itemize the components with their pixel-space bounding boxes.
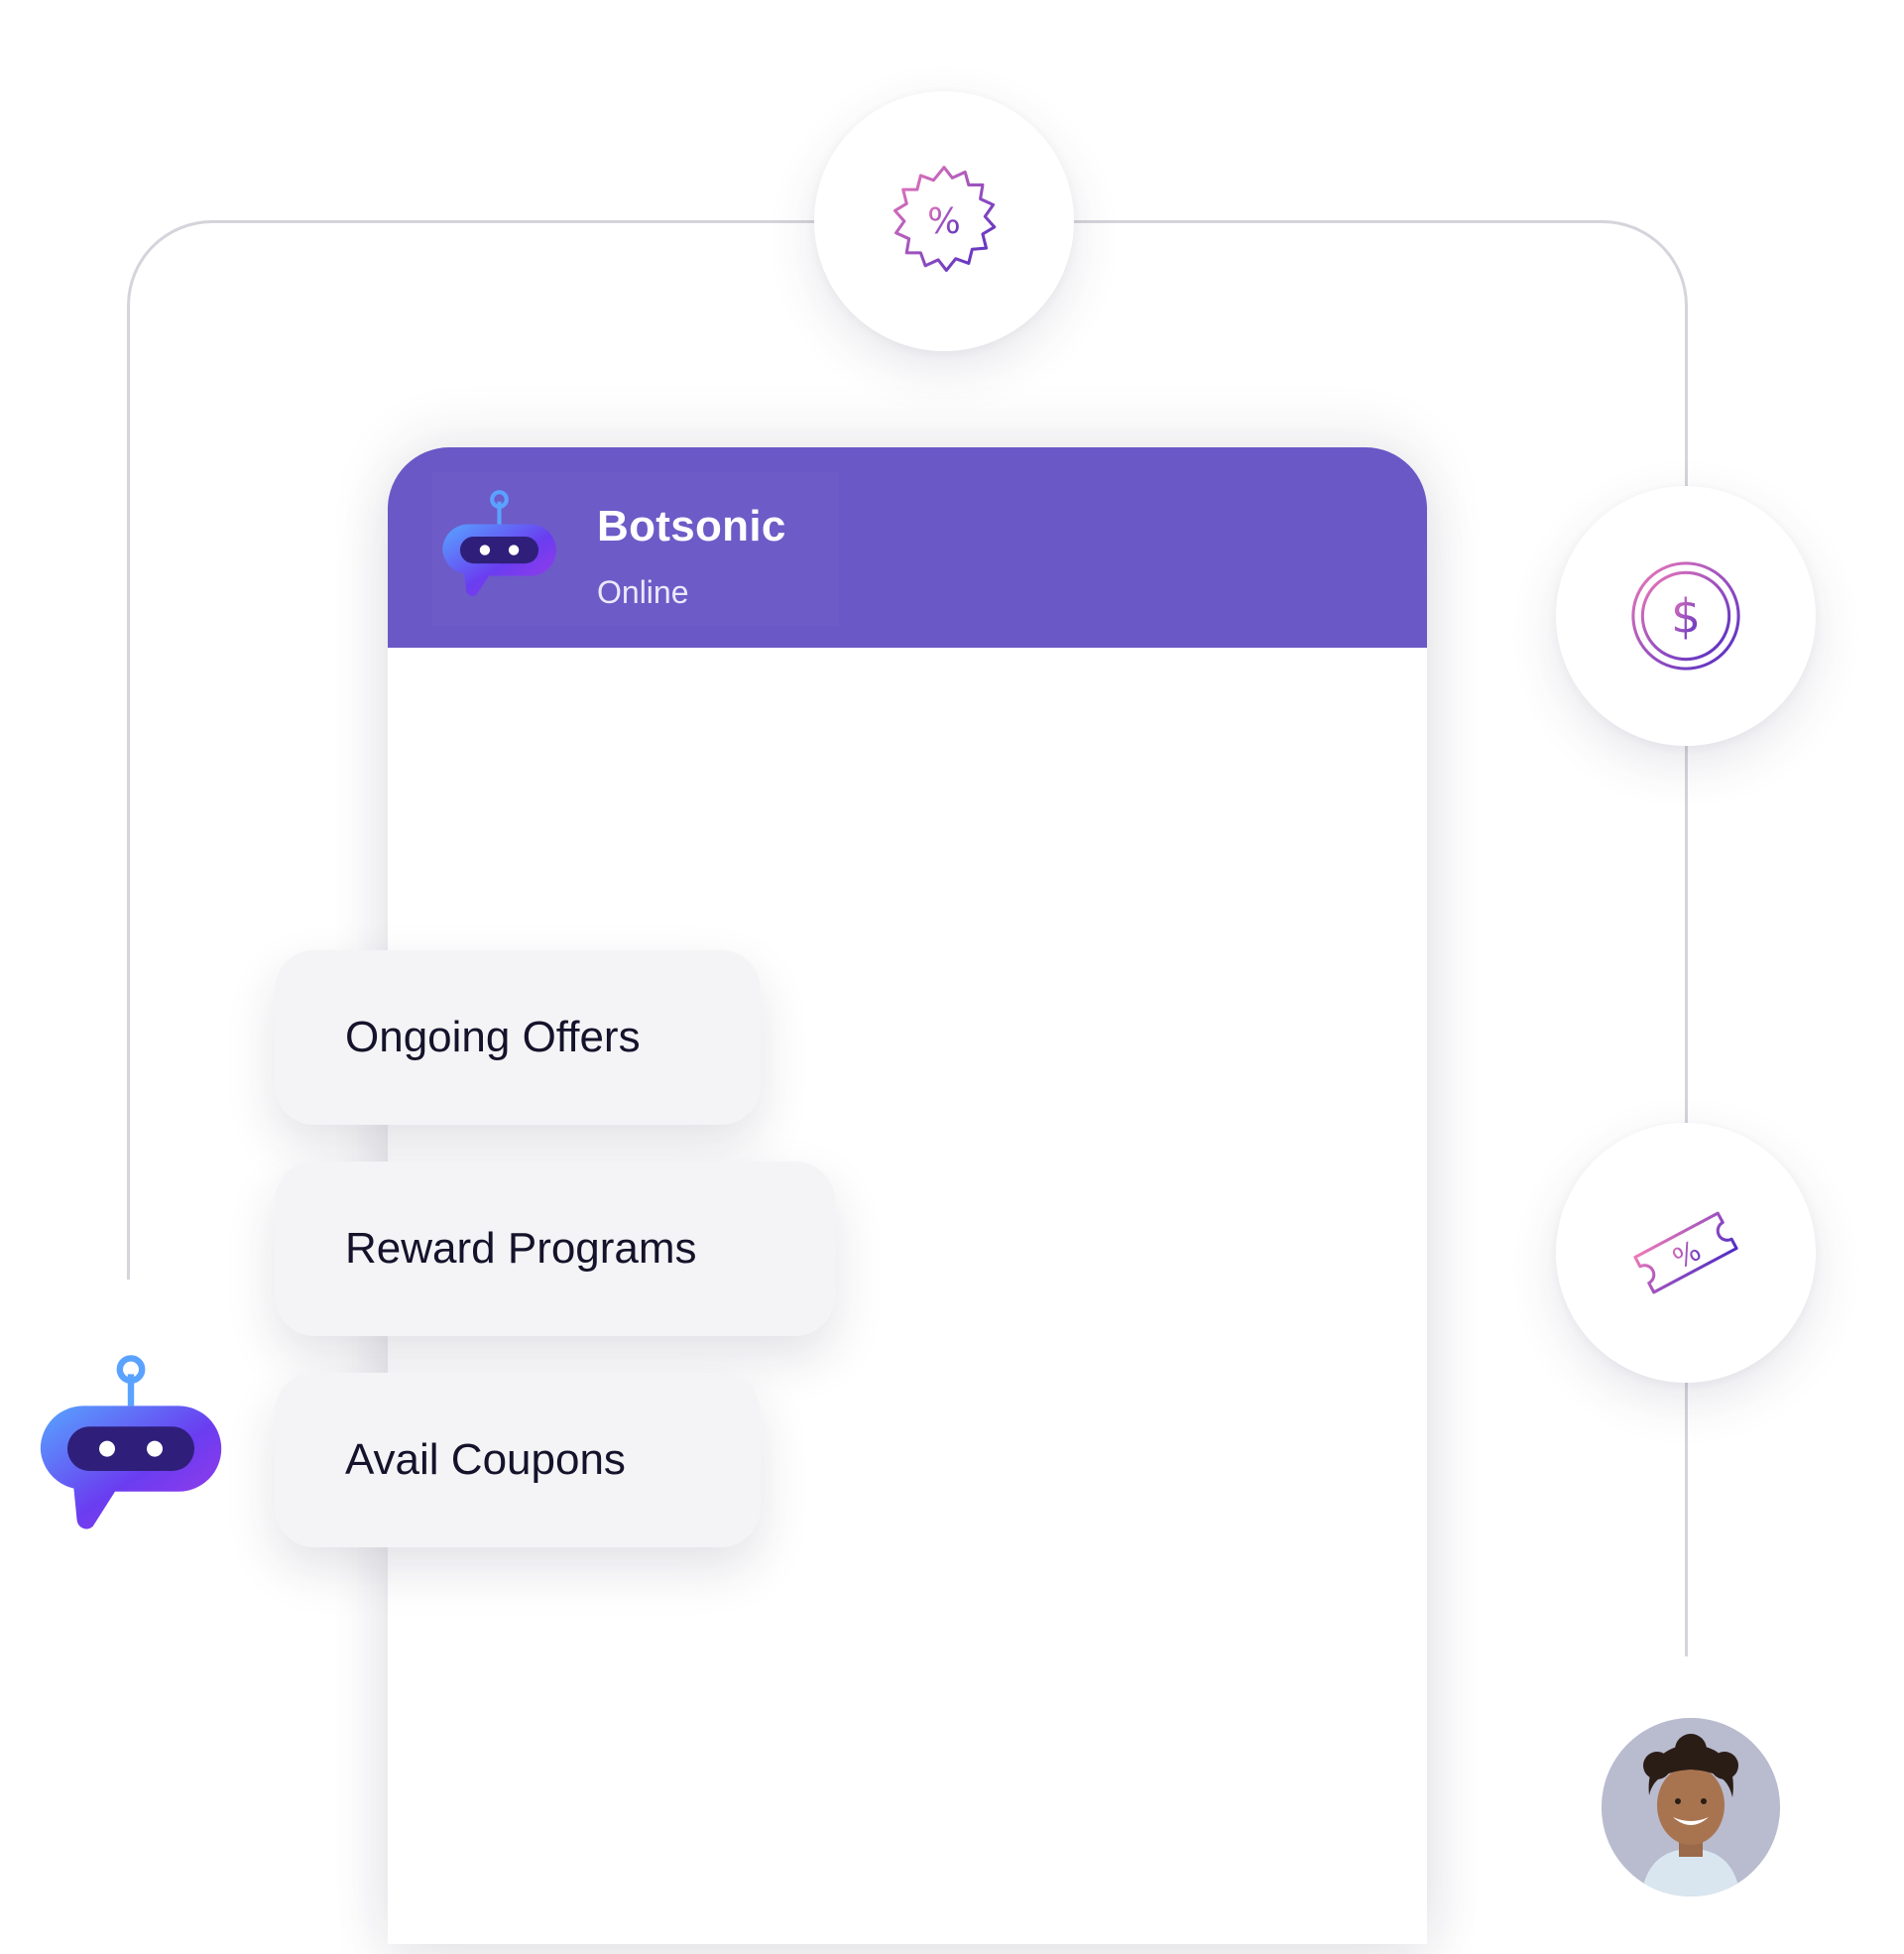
bot-avatar-icon	[442, 490, 556, 596]
svg-text:%: %	[1667, 1234, 1706, 1276]
coupon-ticket-icon: %	[1633, 1211, 1738, 1294]
bot-identity: Botsonic Online	[432, 472, 839, 626]
svg-text:$: $	[1671, 590, 1701, 645]
option-avail-coupons[interactable]: Avail Coupons	[275, 1373, 761, 1547]
user-portrait-icon	[1602, 1718, 1780, 1896]
option-label: Reward Programs	[345, 1224, 697, 1273]
option-reward-programs[interactable]: Reward Programs	[275, 1161, 835, 1336]
coupon-icon-circle: %	[1556, 1123, 1816, 1383]
option-label: Ongoing Offers	[345, 1013, 641, 1061]
discount-badge-icon: %	[892, 166, 997, 273]
bot-mascot-icon	[40, 1355, 222, 1529]
dollar-coin-icon: $	[1631, 561, 1740, 671]
discount-icon-circle: %	[814, 91, 1074, 351]
option-label: Avail Coupons	[345, 1435, 626, 1484]
chat-header: Botsonic Online	[388, 447, 1427, 648]
bot-name: Botsonic	[597, 502, 786, 550]
user-avatar	[1602, 1718, 1780, 1896]
option-ongoing-offers[interactable]: Ongoing Offers	[275, 950, 761, 1125]
dollar-icon-circle: $	[1556, 486, 1816, 746]
svg-text:%: %	[927, 201, 961, 242]
bot-status: Online	[597, 574, 689, 610]
